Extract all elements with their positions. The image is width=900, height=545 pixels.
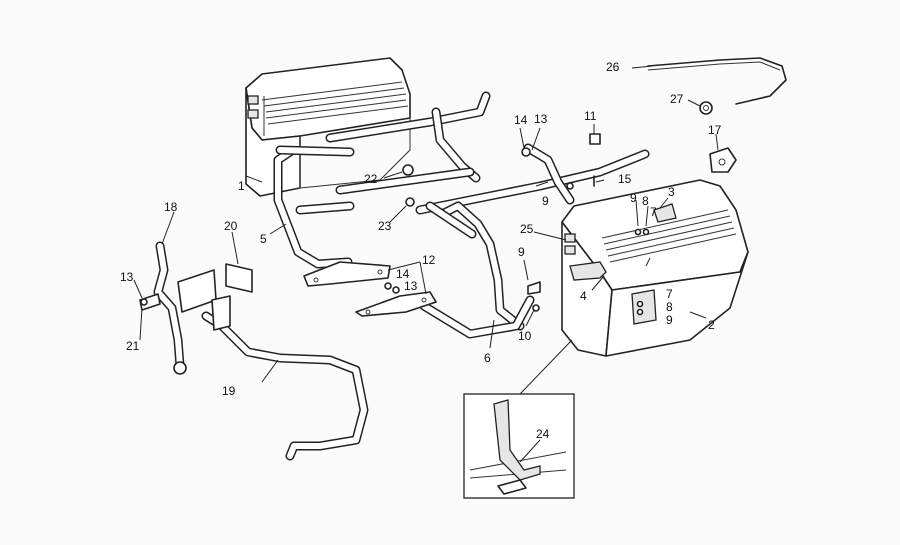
callout-labels: 1 2 3 4 5 6 7 7 8 8 9 9 9 9 10 11 12 13 … (120, 60, 722, 441)
callout-1: 1 (238, 179, 245, 193)
lock-cable (647, 57, 787, 173)
callout-9-mid: 9 (518, 245, 525, 259)
detail-inset (463, 339, 575, 499)
callout-6: 6 (484, 351, 491, 365)
callout-9-upper: 9 (630, 191, 637, 205)
callout-4: 4 (580, 289, 587, 303)
callout-19: 19 (222, 384, 236, 398)
callout-5: 5 (260, 232, 267, 246)
callout-25: 25 (520, 222, 534, 236)
upper-rail-tube (325, 91, 491, 195)
callout-27: 27 (670, 92, 684, 106)
callout-13-left: 13 (120, 270, 134, 284)
callout-7-upper: 7 (650, 205, 657, 219)
callout-9-lower: 9 (666, 313, 673, 327)
callout-7-lower: 7 (666, 287, 673, 301)
mounting-plates (303, 261, 437, 317)
cross-bar-tube (415, 143, 650, 215)
callout-15: 15 (618, 172, 632, 186)
callout-9-left: 9 (542, 194, 549, 208)
callout-13-top: 13 (534, 112, 548, 126)
callout-11: 11 (584, 109, 597, 123)
callout-23: 23 (378, 219, 392, 233)
right-rack-tube (419, 201, 535, 339)
callout-22: 22 (364, 172, 378, 186)
left-side-stay (139, 241, 253, 375)
callout-14-mid: 14 (396, 267, 410, 281)
callout-21: 21 (126, 339, 140, 353)
fasteners (384, 133, 650, 316)
callout-18: 18 (164, 200, 178, 214)
callout-2: 2 (708, 318, 715, 332)
callout-20: 20 (224, 219, 238, 233)
callout-13-mid: 13 (404, 279, 418, 293)
lower-rail-tube (201, 295, 369, 461)
callout-8-upper: 8 (642, 194, 649, 208)
callout-26: 26 (606, 60, 620, 74)
callout-10: 10 (518, 329, 532, 343)
callout-17: 17 (708, 123, 722, 137)
callout-14-top: 14 (514, 113, 528, 127)
callout-12: 12 (422, 253, 436, 267)
callout-24: 24 (536, 427, 550, 441)
left-pannier-case (245, 57, 411, 197)
leader-lines (133, 65, 719, 463)
callout-8-lower: 8 (666, 300, 673, 314)
left-rack-tube (273, 145, 355, 269)
callout-3: 3 (668, 185, 675, 199)
right-pannier-case (561, 179, 749, 357)
